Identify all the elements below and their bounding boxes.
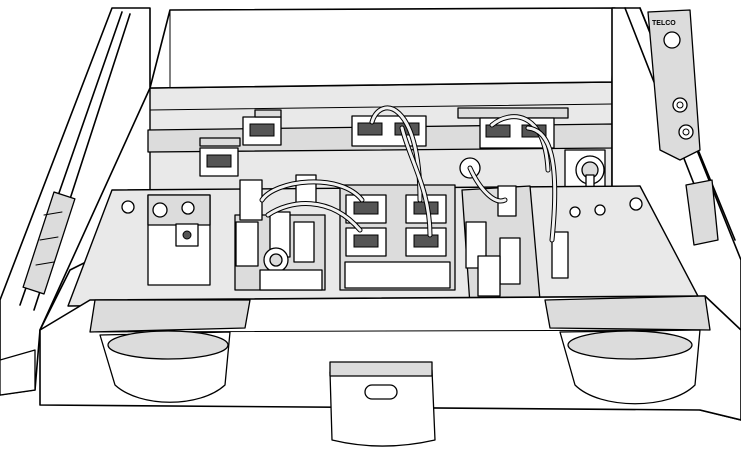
- rj-jack-upper-left: [242, 109, 282, 146]
- right-cable-guide: [559, 329, 701, 405]
- patch-wires: [259, 105, 558, 243]
- left-cable-guide: [99, 330, 231, 403]
- telco-label: TELCO: [652, 20, 676, 27]
- front-latch-tab: [329, 361, 436, 447]
- left-side-wall: [0, 7, 151, 396]
- rj-module-center: [339, 184, 456, 291]
- rj-jack-lower-left: [199, 137, 241, 177]
- ground-terminal-block: [147, 194, 211, 286]
- protector-module-right: [459, 157, 569, 306]
- protector-posts: [234, 174, 326, 291]
